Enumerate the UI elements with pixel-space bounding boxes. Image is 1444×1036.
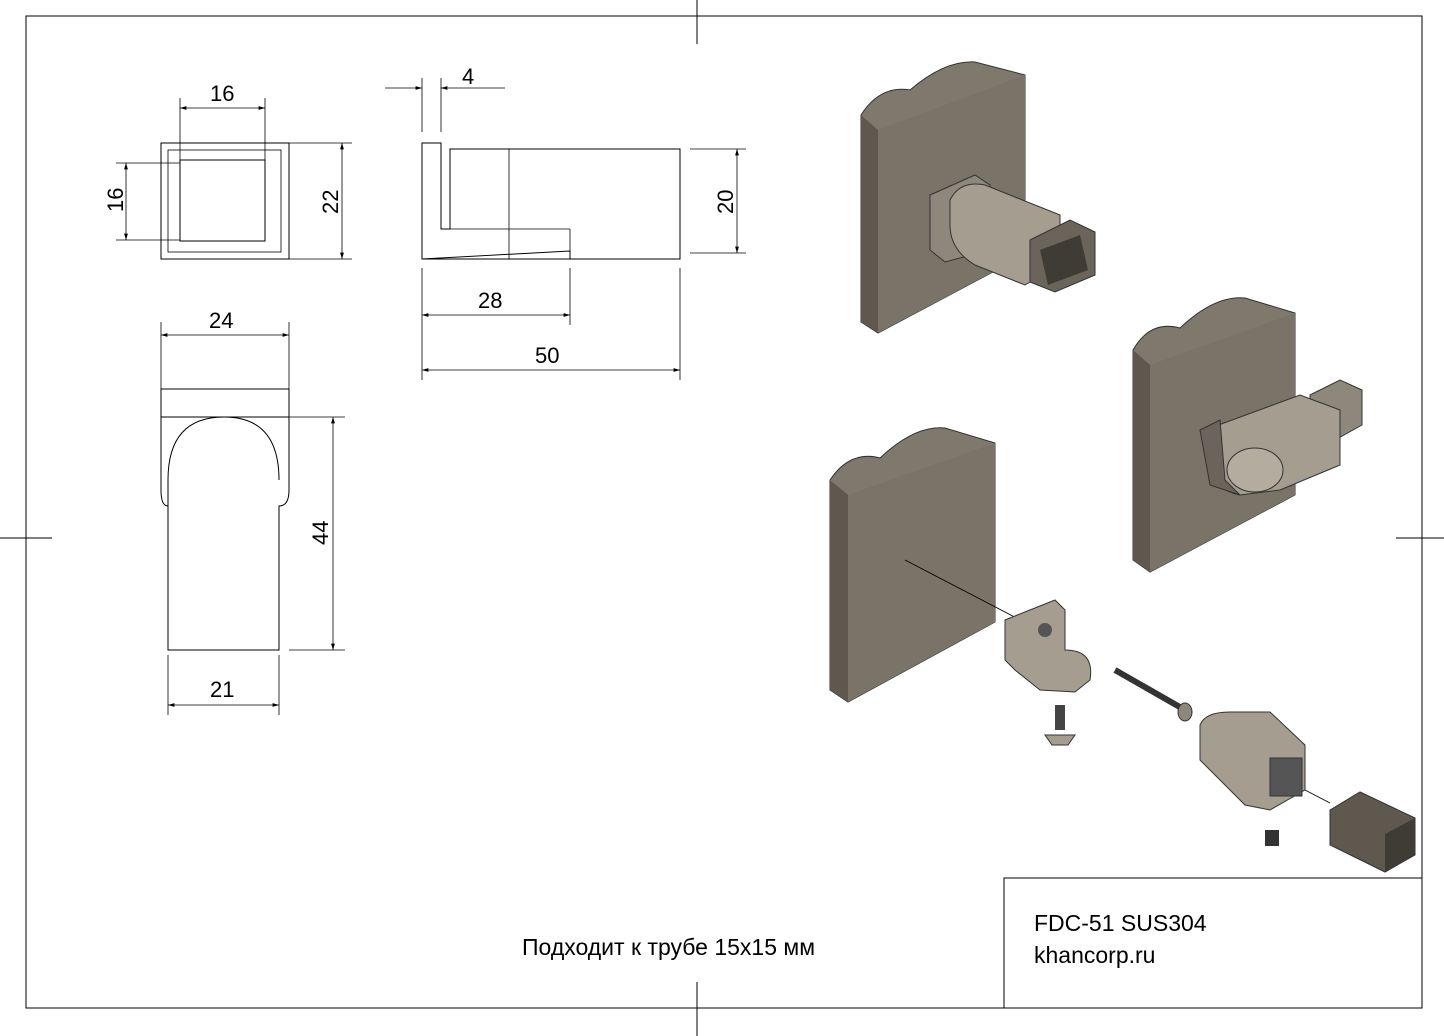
dim-28: 28 <box>478 288 502 313</box>
dim-left-16: 16 <box>103 188 128 212</box>
dim-24: 24 <box>209 308 233 333</box>
dim-top-16: 16 <box>210 81 234 106</box>
title-block <box>1003 877 1423 1009</box>
dim-4: 4 <box>462 64 474 89</box>
front-view: 24 44 21 <box>160 308 345 715</box>
product-code: FDC-51 SUS304 <box>1034 910 1207 936</box>
website-link[interactable]: khancorp.ru <box>1034 942 1156 968</box>
dim-20: 20 <box>713 190 738 214</box>
dim-21: 21 <box>210 677 234 702</box>
render-assembled-back <box>1132 297 1363 573</box>
dim-44: 44 <box>308 521 333 545</box>
drawing-border <box>25 15 1423 1009</box>
dim-right-22: 22 <box>318 190 343 214</box>
dim-50: 50 <box>535 343 559 368</box>
render-assembled-front <box>860 61 1096 334</box>
side-view: 4 20 28 50 <box>385 64 746 380</box>
top-view: 16 16 22 <box>103 81 352 260</box>
pipe-compatibility-note: Подходит к трубе 15x15 мм <box>522 934 816 960</box>
render-exploded <box>829 427 1416 873</box>
